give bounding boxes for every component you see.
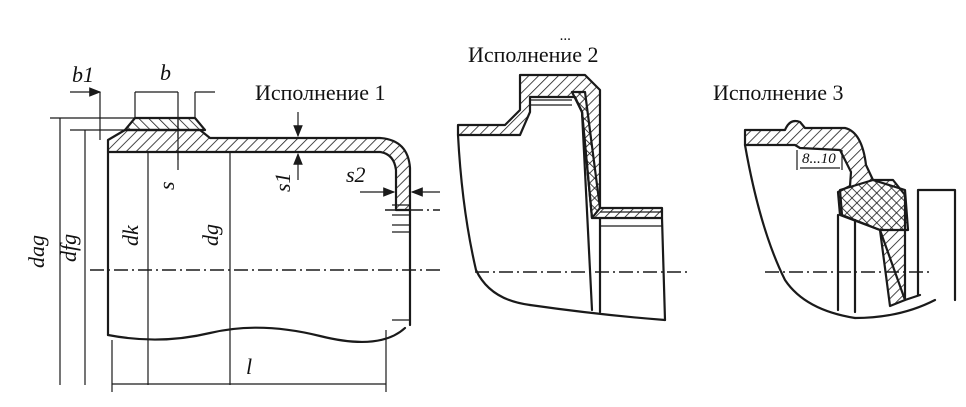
label-s2: s2	[346, 162, 366, 187]
title-variant-1: Исполнение 1	[255, 80, 385, 105]
label-b: b	[160, 60, 171, 85]
variant-3-drawing	[743, 119, 957, 320]
variant-1-drawing	[50, 87, 440, 392]
v3-body-bottom	[853, 298, 937, 320]
label-s1: s1	[270, 172, 295, 192]
top-marks: ...	[560, 28, 571, 44]
v2-rim	[570, 90, 602, 220]
v2-inner-wall	[580, 110, 602, 314]
label-dag: dag	[24, 235, 49, 268]
v3-weld-ring	[838, 178, 910, 232]
v2-body-left	[456, 133, 532, 307]
v1-hub-step	[123, 116, 207, 132]
v2-teeth	[530, 99, 662, 227]
v3-insert	[836, 213, 922, 314]
v3-dim-8-10	[796, 150, 843, 170]
v1-tube-wall	[106, 128, 412, 212]
label-dg: dg	[198, 224, 223, 246]
v1-ext-lines	[50, 92, 196, 160]
v1-teeth-area	[392, 204, 410, 321]
label-l: l	[246, 354, 252, 379]
v1-bottom-break	[106, 326, 407, 344]
label-b1: b1	[72, 62, 94, 87]
v3-body-left	[743, 143, 857, 320]
v2-right-edge	[660, 216, 667, 322]
label-s: s	[154, 181, 179, 190]
label-dk: dk	[118, 224, 143, 246]
v2-body-bottom	[528, 303, 667, 322]
v3-right-parts	[916, 188, 957, 302]
label-8-10: 8...10	[802, 151, 836, 167]
title-variant-3: Исполнение 3	[713, 80, 843, 105]
label-dfg: dfg	[56, 234, 81, 262]
title-variant-2: Исполнение 2	[468, 42, 598, 67]
variant-2-drawing	[456, 73, 690, 322]
v1-dim-l-ext	[111, 330, 387, 392]
v2-hub	[456, 73, 664, 220]
